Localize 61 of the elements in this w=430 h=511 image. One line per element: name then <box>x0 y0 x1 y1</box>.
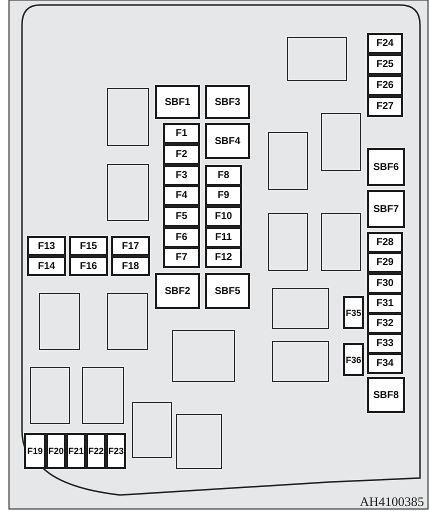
relay-slot <box>176 414 222 469</box>
fuse: F36 <box>343 343 364 376</box>
fuse: SBF4 <box>205 123 250 159</box>
fuse: F25 <box>367 54 403 75</box>
relay-slot <box>107 293 148 350</box>
fuse: F31 <box>367 293 403 314</box>
relay-slot <box>172 330 235 382</box>
relay-slot <box>321 213 361 271</box>
relay-slot <box>39 293 80 350</box>
fuse: F34 <box>367 353 403 374</box>
relay-slot <box>268 132 308 190</box>
fuse: F14 <box>27 256 66 276</box>
fuse: F3 <box>163 165 200 186</box>
fuse: F28 <box>367 232 403 253</box>
fuse: SBF1 <box>155 85 200 119</box>
fuse: F16 <box>69 256 108 276</box>
fuse: F33 <box>367 333 403 354</box>
fuse: F4 <box>163 185 200 206</box>
fuse: F23 <box>106 433 126 469</box>
fuse: F13 <box>27 236 66 256</box>
fuse: F30 <box>367 273 403 294</box>
fuse: SBF6 <box>367 148 405 186</box>
fuse: F7 <box>163 247 200 268</box>
fuse: F18 <box>111 256 150 276</box>
relay-slot <box>272 288 329 329</box>
fuse: F29 <box>367 252 403 273</box>
fuse: F5 <box>163 206 200 227</box>
fuse: F26 <box>367 75 403 96</box>
relay-slot <box>321 113 361 171</box>
fuse: F12 <box>205 247 242 268</box>
fuse: F32 <box>367 313 403 334</box>
fuse: F8 <box>205 165 242 186</box>
fuse: F15 <box>69 236 108 256</box>
relay-slot <box>132 402 172 458</box>
fuse: F19 <box>24 433 46 469</box>
fuse: F35 <box>343 296 364 329</box>
fuse: F9 <box>205 185 242 206</box>
fuse: SBF3 <box>205 85 250 119</box>
relay-slot <box>82 367 124 424</box>
relay-slot <box>268 213 308 271</box>
fuse: SBF2 <box>155 273 200 309</box>
fuse: SBF5 <box>205 273 250 309</box>
figure-code: AH4100385 <box>360 494 424 510</box>
fuse: F10 <box>205 206 242 227</box>
relay-slot <box>272 341 329 382</box>
fuse: F11 <box>205 227 242 248</box>
relay-slot <box>30 367 70 424</box>
fuse: F17 <box>111 236 150 256</box>
fuse: SBF7 <box>367 190 405 228</box>
fuse: F2 <box>163 144 200 165</box>
relay-slot <box>107 164 149 221</box>
fuse: F1 <box>163 123 200 144</box>
relay-slot <box>107 88 149 146</box>
fuse: F6 <box>163 227 200 248</box>
fuse: F20 <box>46 433 66 469</box>
fuse: F22 <box>86 433 106 469</box>
fuse: SBF8 <box>367 377 405 413</box>
fuse: F27 <box>367 96 403 117</box>
relay-slot <box>287 37 347 81</box>
fuse: F24 <box>367 33 403 54</box>
fuse: F21 <box>66 433 86 469</box>
